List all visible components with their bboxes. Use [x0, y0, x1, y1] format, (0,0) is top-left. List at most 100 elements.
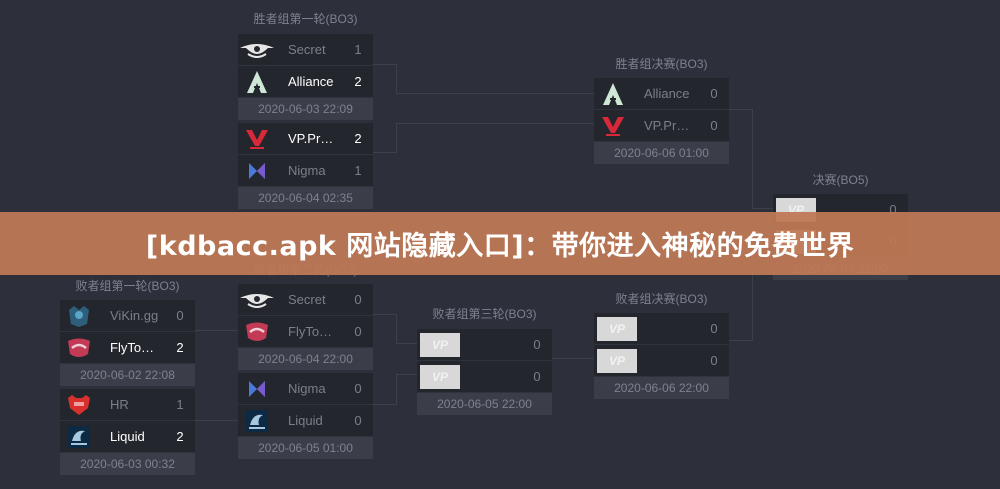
team-row[interactable]: Nigma 1 [238, 155, 373, 187]
team-name: Secret [288, 292, 326, 307]
team-name: Nigma [288, 381, 326, 396]
connector-line [752, 208, 773, 209]
connector-line [373, 404, 397, 405]
connector-line [396, 374, 397, 405]
flytomoon-logo-icon [238, 316, 276, 347]
team-name: Alliance [288, 74, 334, 89]
connector-line [396, 314, 397, 344]
vp-logo-icon [594, 110, 632, 141]
team-score: 0 [710, 86, 718, 101]
team-score: 0 [533, 369, 541, 384]
team-row[interactable]: Secret 0 [238, 284, 373, 316]
match-date: 2020-06-06 22:00 [594, 377, 729, 399]
team-score: 2 [176, 429, 184, 444]
team-score: 0 [710, 118, 718, 133]
nigma-logo-icon [238, 373, 276, 404]
team-row[interactable]: VP.Pr… 0 [594, 110, 729, 142]
team-name: VP.Pr… [288, 131, 334, 146]
placeholder-logo-icon: VP [420, 364, 460, 389]
match-date: 2020-06-06 01:00 [594, 142, 729, 164]
team-name: Secret [288, 42, 326, 57]
match-date: 2020-06-05 22:00 [417, 393, 552, 415]
connector-line [396, 123, 594, 124]
team-score: 0 [533, 337, 541, 352]
connector-line [396, 374, 417, 375]
team-row[interactable]: VP 0 [594, 313, 729, 345]
team-name: Nigma [288, 163, 326, 178]
match-card[interactable]: Alliance 0 VP.Pr… 0 2020-06-06 01:00 [594, 78, 729, 164]
team-row[interactable]: VP.Pr… 2 [238, 123, 373, 155]
vp-logo-icon [238, 123, 276, 154]
connector-line [552, 358, 594, 359]
secret-logo-icon [238, 284, 276, 315]
match-card[interactable]: Secret 1 Alliance 2 2020-06-03 22:09 [238, 34, 373, 120]
stage-title-winners-final: 胜者组决赛(BO3) [615, 57, 708, 71]
team-name: HR [110, 397, 129, 412]
team-name: FlyTo… [288, 324, 333, 339]
team-row[interactable]: FlyTo… 0 [238, 316, 373, 348]
match-card[interactable]: ViKin.gg 0 FlyTo… 2 2020-06-02 22:08 [60, 300, 195, 386]
connector-line [396, 64, 397, 94]
team-row[interactable]: VP 0 [417, 361, 552, 393]
team-score: 2 [176, 340, 184, 355]
team-score: 2 [354, 74, 362, 89]
team-row[interactable]: Liquid 0 [238, 405, 373, 437]
match-date: 2020-06-05 01:00 [238, 437, 373, 459]
flytomoon-logo-icon [60, 332, 98, 363]
team-name: ViKin.gg [110, 308, 159, 323]
team-name: Liquid [110, 429, 145, 444]
team-score: 0 [354, 324, 362, 339]
team-row[interactable]: Liquid 2 [60, 421, 195, 453]
vikin-logo-icon [60, 300, 98, 331]
team-score: 0 [354, 381, 362, 396]
connector-line [373, 314, 397, 315]
match-card[interactable]: Nigma 0 Liquid 0 2020-06-05 01:00 [238, 373, 373, 459]
connector-line [396, 343, 417, 344]
connector-line [373, 152, 397, 153]
team-row[interactable]: VP 0 [417, 329, 552, 361]
stage-title-winners-round1: 胜者组第一轮(BO3) [253, 12, 358, 26]
team-row[interactable]: Secret 1 [238, 34, 373, 66]
hr-logo-icon [60, 389, 98, 420]
match-date: 2020-06-03 00:32 [60, 453, 195, 475]
team-row[interactable]: VP 0 [594, 345, 729, 377]
team-score: 1 [354, 163, 362, 178]
match-card[interactable]: VP.Pr… 2 Nigma 1 2020-06-04 02:35 [238, 123, 373, 209]
team-row[interactable]: Alliance 0 [594, 78, 729, 110]
stage-title-losers-round1: 败者组第一轮(BO3) [75, 279, 180, 293]
match-date: 2020-06-02 22:08 [60, 364, 195, 386]
liquid-logo-icon [238, 405, 276, 436]
team-row[interactable]: Nigma 0 [238, 373, 373, 405]
team-name: FlyTo… [110, 340, 155, 355]
placeholder-logo-icon: VP [597, 348, 637, 373]
stage-title-grand-final: 决赛(BO5) [812, 173, 869, 187]
match-card[interactable]: HR 1 Liquid 2 2020-06-03 00:32 [60, 389, 195, 475]
match-card[interactable]: VP 0 VP 0 2020-06-06 22:00 [594, 313, 729, 399]
stage-title-losers-final: 败者组决赛(BO3) [615, 292, 708, 306]
team-score: 0 [710, 321, 718, 336]
team-score: 0 [176, 308, 184, 323]
stage-title-losers-round3: 败者组第三轮(BO3) [432, 307, 537, 321]
placeholder-logo-icon: VP [420, 332, 460, 357]
placeholder-logo-icon: VP [597, 316, 637, 341]
team-row[interactable]: Alliance 2 [238, 66, 373, 98]
secret-logo-icon [238, 34, 276, 65]
team-row[interactable]: HR 1 [60, 389, 195, 421]
team-score: 1 [354, 42, 362, 57]
team-row[interactable]: FlyTo… 2 [60, 332, 195, 364]
match-card[interactable]: VP 0 VP 0 2020-06-05 22:00 [417, 329, 552, 415]
overlay-banner: [kdbacc.apk 网站隐藏入口]：带你进入神秘的免费世界 [0, 212, 1000, 275]
team-score: 1 [176, 397, 184, 412]
connector-line [752, 240, 753, 341]
nigma-logo-icon [238, 155, 276, 186]
team-score: 0 [354, 413, 362, 428]
team-score: 0 [354, 292, 362, 307]
match-card[interactable]: Secret 0 FlyTo… 0 2020-06-04 22:00 [238, 284, 373, 370]
match-date: 2020-06-04 02:35 [238, 187, 373, 209]
team-row[interactable]: ViKin.gg 0 [60, 300, 195, 332]
connector-line [195, 420, 238, 421]
match-date: 2020-06-03 22:09 [238, 98, 373, 120]
team-name: Alliance [644, 86, 690, 101]
connector-line [752, 109, 753, 209]
connector-line [729, 340, 753, 341]
